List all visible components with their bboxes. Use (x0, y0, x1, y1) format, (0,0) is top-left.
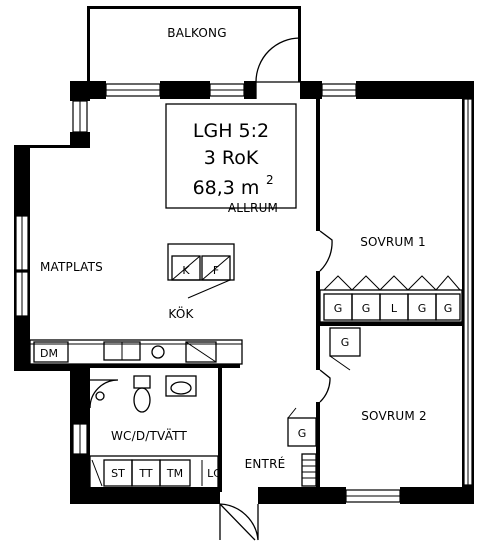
apartment-rooms: 3 RoK (204, 147, 259, 169)
stove (185, 341, 217, 363)
balcony (87, 6, 301, 82)
wardrobes-bedroom1 (319, 275, 463, 323)
label-wardrobe-hall: G (298, 427, 307, 440)
wardrobe-row (319, 289, 463, 323)
label-balkong: BALKONG (167, 26, 226, 40)
label-wc: WC/D/TVÄTT (111, 428, 188, 443)
apartment-area: 68,3 m (193, 177, 260, 199)
wall-bedroom1-left (316, 99, 320, 231)
fridge-k (171, 255, 201, 281)
fridge-swing (171, 255, 231, 299)
dishwasher (33, 341, 69, 363)
bedroom2-door (319, 369, 331, 403)
wall-wc-right (218, 368, 222, 492)
fridge-box (167, 243, 235, 281)
toilet-tank (133, 375, 151, 389)
fixture-labels: K F DM G G L G G G G ST TT TM LC (40, 264, 452, 480)
label-kok: KÖK (168, 305, 194, 321)
wardrobe2-box (329, 327, 361, 357)
label-tm: TM (166, 467, 183, 480)
wall-entry-bottom (258, 487, 262, 504)
label-matplats: MATPLATS (40, 260, 103, 274)
fridge-f (201, 255, 231, 281)
rack-lines (302, 459, 316, 479)
label-wardrobe-4: G (418, 302, 427, 315)
stove-line (185, 341, 217, 363)
wc-fixtures (89, 375, 219, 489)
label-wardrobe-1: G (334, 302, 343, 315)
apartment-id: LGH 5:2 (193, 120, 269, 142)
entry-door (219, 503, 259, 541)
area-value: 68,3 m (193, 177, 260, 199)
wall-wc-top (30, 364, 240, 368)
wall-bedroom1-left-lower (316, 271, 320, 323)
label-k: K (182, 264, 190, 277)
label-tt: TT (138, 467, 153, 480)
top-wall-right (300, 81, 322, 99)
washbasin (165, 375, 197, 397)
hall-wardrobe (287, 407, 317, 487)
top-wall-far-right (356, 81, 466, 99)
label-allrum: ALLRUM (228, 201, 278, 215)
hall-wardrobe-door (287, 407, 297, 419)
hall-shoe-rack (301, 453, 317, 487)
bedroom1-door (319, 230, 333, 272)
balcony-top-wall (87, 6, 301, 9)
counter (29, 339, 243, 365)
label-dm: DM (40, 347, 58, 360)
laundry-hatch (91, 459, 103, 487)
bottom-wall-left (70, 487, 220, 504)
label-entre: ENTRÉ (245, 456, 286, 471)
fridge-freezer (167, 243, 235, 299)
area-superscript: 2 (266, 173, 274, 187)
wardrobe-cell (435, 293, 461, 321)
windows (15, 83, 473, 503)
label-wardrobe-3: L (391, 302, 398, 315)
stove-plate (151, 345, 165, 359)
laundry-row (89, 455, 219, 489)
left-inner-step (70, 132, 90, 148)
drain (95, 391, 105, 401)
kitchen-counter (29, 339, 243, 365)
left-chamfer-h (14, 145, 90, 148)
top-wall-mid (160, 81, 210, 99)
label-wardrobe-2: G (362, 302, 371, 315)
wc-door (89, 379, 119, 409)
apartment-info-box: LGH 5:2 3 RoK 68,3 m 2 (165, 103, 297, 209)
wardrobe-bedroom2 (329, 327, 361, 371)
label-f: F (213, 264, 219, 277)
label-sovrum1: SOVRUM 1 (360, 235, 426, 249)
label-wardrobe-bedroom2: G (341, 336, 350, 349)
room-labels: BALKONG ALLRUM MATPLATS KÖK SOVRUM 1 SOV… (40, 26, 427, 471)
interior-walls (30, 99, 464, 504)
bottom-wall-right-a (262, 487, 346, 504)
label-st: ST (111, 467, 125, 480)
label-sovrum2: SOVRUM 2 (361, 409, 427, 423)
left-wall-upper (70, 81, 90, 101)
balcony-left-wall (87, 6, 90, 82)
doors (89, 37, 333, 541)
wardrobe-doors (323, 275, 461, 291)
wall-bedroom2-left (316, 326, 320, 370)
label-lc: LC (207, 467, 221, 480)
hall-wardrobe-box (287, 417, 317, 447)
label-wardrobe-5: G (444, 302, 453, 315)
toilet-bowl (133, 387, 151, 413)
laundry-cell (159, 459, 191, 487)
entry-door-swing (219, 503, 256, 541)
wardrobe2-door (329, 355, 351, 371)
wall-bedroom2-left-lower (316, 402, 320, 490)
balcony-door (255, 37, 301, 99)
info-box-frame (165, 103, 297, 209)
washbasin-bowl (170, 381, 192, 395)
wall-bedroom-divider (316, 322, 464, 326)
top-wall-mid2 (244, 81, 256, 99)
bottom-wall-right-b (400, 487, 470, 504)
